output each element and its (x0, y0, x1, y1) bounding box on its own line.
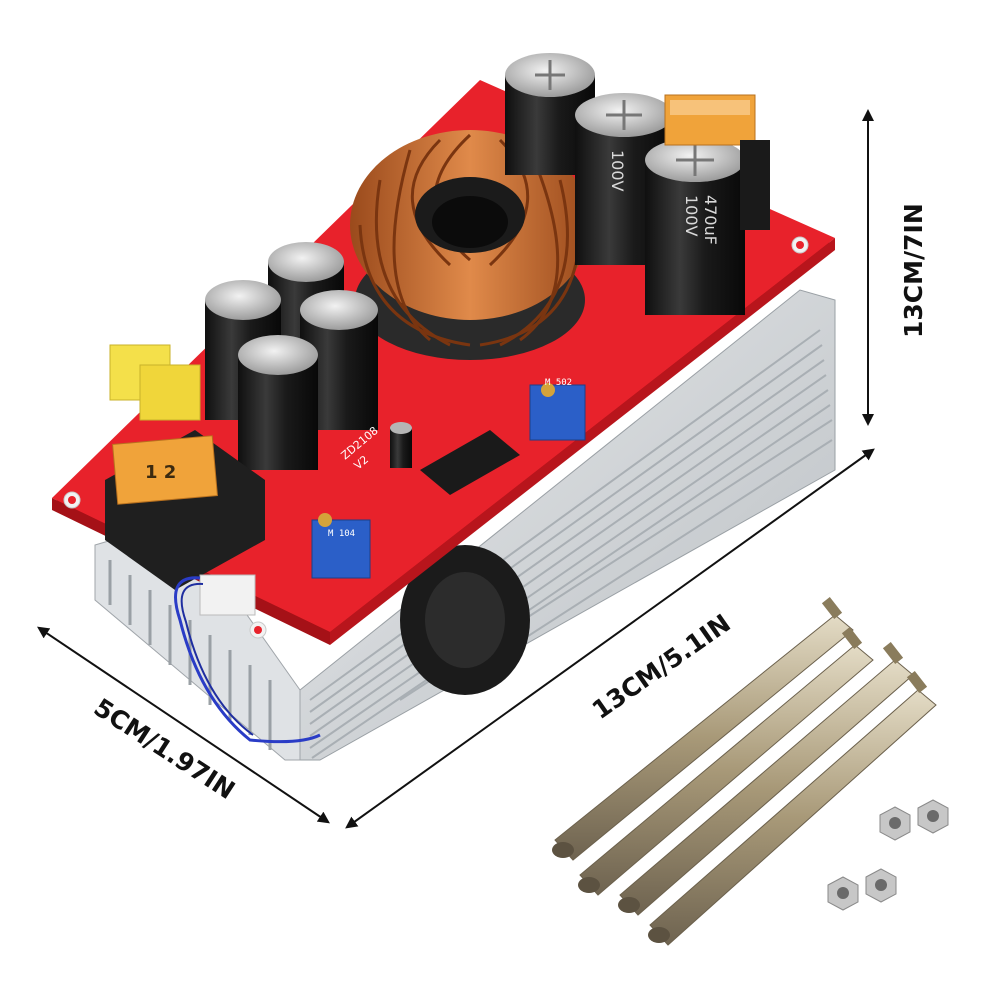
nut-2 (917, 799, 949, 834)
length-label: 13CM/5.1IN (587, 608, 736, 724)
input-terminal: 1 2 (105, 430, 265, 590)
standoff-2 (578, 627, 874, 896)
potentiometer-voltage: M 502 (529, 378, 586, 441)
yellow-fuses (109, 344, 201, 421)
hex-nuts (827, 799, 949, 911)
cap-3-voltage: 100V (682, 195, 701, 237)
fuse-label: 1 2 (145, 462, 176, 483)
height-label: 13CM/7IN (899, 203, 928, 338)
output-fuse (664, 94, 770, 230)
cap-2-label: 100V (608, 150, 627, 192)
pot-2-label: M 104 (328, 529, 355, 539)
large-capacitor-3: 470uF 100V (645, 138, 745, 315)
nut-1 (879, 806, 911, 841)
small-capacitor (390, 422, 412, 468)
toroid-inductor (350, 130, 590, 360)
width-arrow (37, 626, 330, 824)
cap-3-value: 470uF (701, 195, 720, 245)
height-dimension: 13CM/7IN (862, 109, 928, 426)
nut-3 (827, 876, 859, 911)
input-capacitors (205, 242, 378, 470)
length-arrow (345, 448, 875, 829)
nut-4 (865, 868, 897, 903)
potentiometer-current: M 104 (311, 513, 371, 579)
pot-1-label: M 502 (545, 378, 572, 388)
